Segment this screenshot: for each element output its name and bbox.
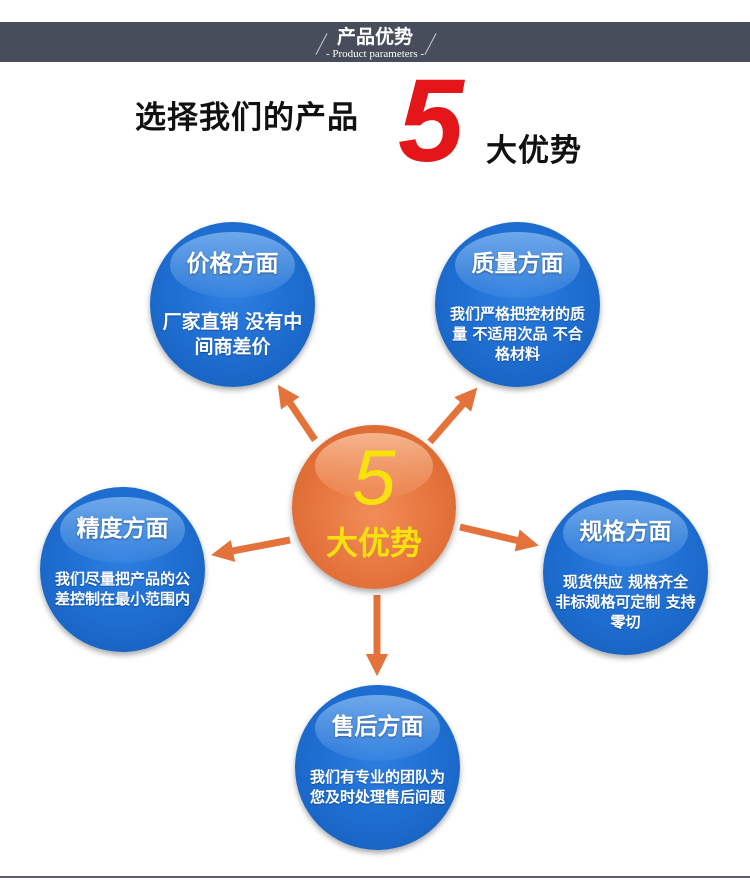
advantage-precision-title: 精度方面	[76, 516, 169, 542]
headline-prefix: 选择我们的产品	[135, 100, 359, 136]
arrow-to-quality	[427, 387, 478, 445]
advantage-precision-desc: 我们尽量把产品的公差控制在最小范围内	[54, 570, 190, 608]
center-circle: 5 大优势	[292, 425, 456, 589]
header-subtitle: - Product parameters -	[325, 48, 425, 60]
arrow-to-spec	[459, 523, 539, 552]
advantage-spec: 规格方面 现货供应 规格齐全 非标规格可定制 支持零切	[543, 490, 708, 655]
advantage-price: 价格方面 厂家直销 没有中间商差价	[150, 222, 315, 387]
advantage-quality-desc: 我们严格把控材的质量 不适用次品 不合格材料	[449, 305, 585, 363]
arrow-to-precision	[210, 536, 291, 562]
advantage-price-title: 价格方面	[186, 251, 279, 277]
headline-suffix: 大优势	[486, 133, 582, 169]
advantage-spec-title: 规格方面	[579, 519, 672, 545]
center-number: 5	[352, 433, 396, 521]
center-label: 大优势	[325, 524, 422, 562]
header-title: 产品优势	[336, 26, 413, 48]
footer-line	[0, 876, 750, 878]
arrow-to-price	[277, 384, 318, 442]
headline-number: 5	[398, 55, 464, 187]
advantage-spec-desc: 现货供应 规格齐全 非标规格可定制 支持零切	[555, 573, 696, 631]
advantage-quality: 质量方面 我们严格把控材的质量 不适用次品 不合格材料	[435, 222, 600, 387]
advantage-aftersales-title: 售后方面	[331, 714, 424, 740]
advantage-quality-title: 质量方面	[471, 251, 564, 277]
header-bar	[0, 22, 750, 62]
advantage-aftersales: 售后方面 我们有专业的团队为您及时处理售后问题	[295, 685, 460, 850]
advantage-precision: 精度方面 我们尽量把产品的公差控制在最小范围内	[40, 487, 205, 652]
advantage-price-desc: 厂家直销 没有中间商差价	[162, 311, 303, 358]
advantage-aftersales-desc: 我们有专业的团队为您及时处理售后问题	[309, 768, 445, 806]
